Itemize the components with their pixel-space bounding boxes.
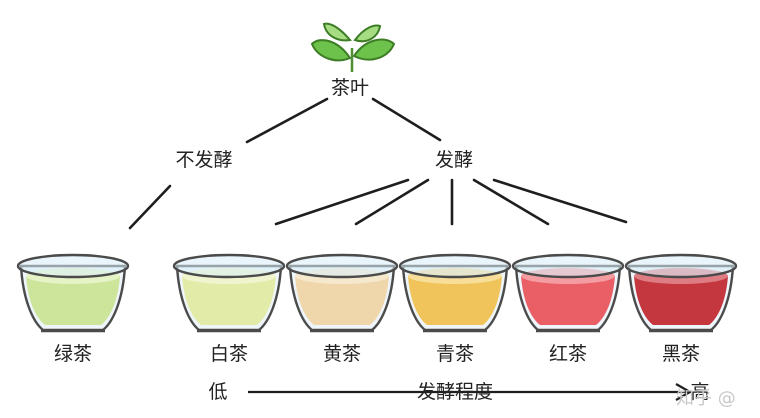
connector-unfermented-green: [128, 184, 172, 230]
scale-low-label: 低: [208, 381, 228, 403]
tree-connectors: [128, 97, 628, 230]
tea-liquid-black: [521, 276, 615, 325]
connector-fermented-dark: [492, 178, 628, 224]
tea-label-white: 白茶: [209, 343, 249, 365]
tea-cup-black: [511, 253, 625, 333]
tea-label-yellow: 黄茶: [322, 343, 362, 365]
fermentation-arrow: [248, 383, 693, 401]
tea-leaf-icon: [310, 22, 396, 72]
connector-root-unfermented: [245, 97, 329, 144]
connector-fermented-black: [472, 178, 550, 226]
tea-label-oolong: 青茶: [435, 343, 475, 365]
tea-liquid-dark: [634, 276, 728, 325]
connector-root-fermented: [371, 97, 442, 142]
watermark: 知乎 @: [676, 388, 736, 409]
scale-title: 发酵程度: [416, 381, 494, 403]
tea-label-black: 红茶: [548, 343, 588, 365]
tea-cup-oolong: [398, 253, 512, 333]
tea-liquid-white: [182, 276, 276, 325]
branch-label-fermented: 发酵: [434, 149, 474, 171]
branch-label-unfermented: 不发酵: [175, 149, 233, 171]
tea-cup-yellow: [285, 253, 399, 333]
tea-liquid-oolong: [408, 276, 502, 325]
tea-cup-green: [16, 253, 130, 333]
root-label-tea: 茶叶: [330, 77, 370, 99]
tea-liquid-green: [26, 276, 120, 325]
tea-cup-dark: [624, 253, 738, 333]
scale-high-label: 高: [690, 381, 710, 403]
connector-fermented-white: [274, 178, 410, 226]
tea-cup-white: [172, 253, 286, 333]
connector-fermented-yellow: [354, 178, 430, 226]
tea-label-green: 绿茶: [53, 343, 93, 365]
tea-liquid-yellow: [295, 276, 389, 325]
tea-cups: [16, 253, 738, 333]
tea-label-dark: 黑茶: [661, 343, 701, 365]
arrow-head: [675, 383, 693, 401]
